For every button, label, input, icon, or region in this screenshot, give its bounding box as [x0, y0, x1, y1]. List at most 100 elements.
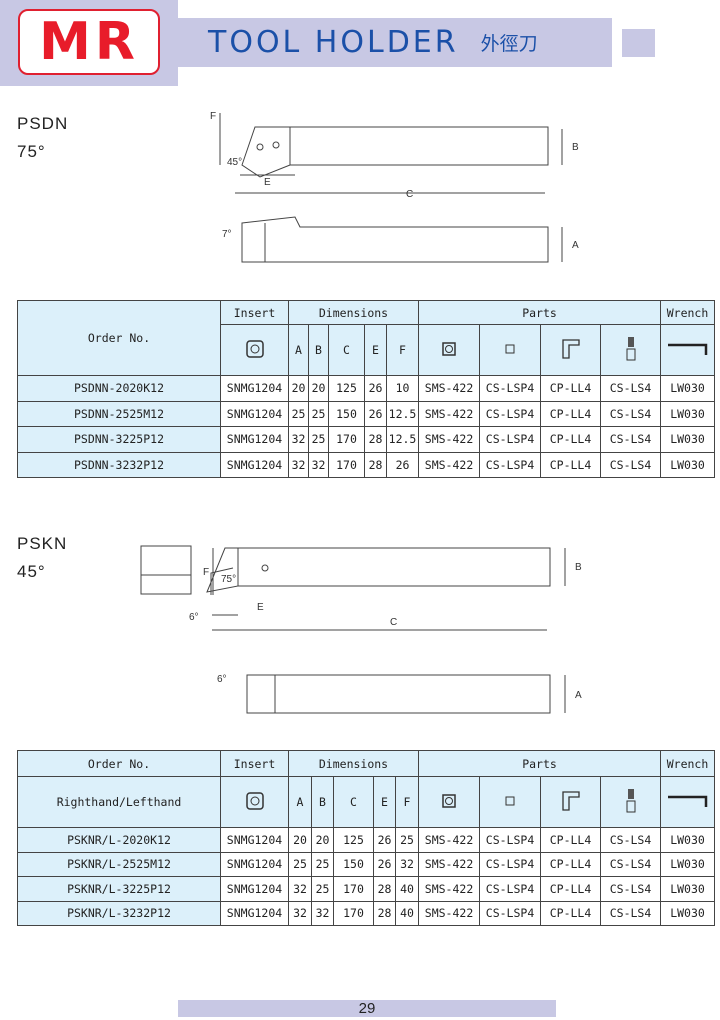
pskn-drawing: F 75° E C B 6° 6° A [140, 545, 582, 714]
dim-col-header: A [288, 776, 312, 828]
header-order-no: Order No. [17, 750, 221, 777]
table-cell: 150 [328, 400, 365, 427]
header-dimensions: Dimensions [287, 300, 420, 325]
table-cell: 12.5 [385, 400, 420, 427]
table-cell: 170 [328, 451, 365, 478]
table-cell: 28 [373, 876, 396, 902]
table-cell: SMS-422 [418, 375, 481, 402]
svg-text:6°: 6° [189, 612, 199, 623]
wrench-icon [660, 776, 716, 828]
page-title-chinese: 外徑刀 [480, 33, 538, 55]
screw-icon [600, 324, 662, 376]
table-cell: 32 [308, 451, 329, 478]
table-cell: SNMG1204 [220, 851, 289, 877]
table-cell: CS-LSP4 [479, 876, 542, 902]
svg-text:75°: 75° [221, 574, 236, 585]
table-cell: CP-LL4 [540, 900, 602, 926]
table-cell: PSKNR/L-3232P12 [17, 900, 221, 926]
section-pskn-label: PSKN 45° [17, 530, 67, 586]
table-cell: LW030 [660, 876, 716, 902]
page-number: 29 [178, 1000, 556, 1017]
table-cell: 28 [364, 426, 387, 453]
section-angle: 45° [17, 562, 46, 581]
table-cell: CP-LL4 [540, 451, 602, 478]
table-cell: CS-LS4 [600, 375, 662, 402]
table-cell: CS-LS4 [600, 876, 662, 902]
table-cell: CS-LSP4 [479, 900, 542, 926]
table-cell: SMS-422 [418, 851, 481, 877]
table-cell: 170 [333, 900, 374, 926]
table-cell: PSKNR/L-2525M12 [17, 851, 221, 877]
table-cell: SMS-422 [418, 876, 481, 902]
svg-text:C: C [406, 189, 413, 200]
header-dimensions: Dimensions [287, 750, 420, 777]
section-angle: 75° [17, 142, 46, 161]
table-cell: 40 [394, 900, 420, 926]
table-cell: SNMG1204 [220, 375, 289, 402]
table-cell: 32 [288, 876, 312, 902]
table-cell: LW030 [660, 827, 716, 853]
table-cell: CS-LS4 [600, 851, 662, 877]
svg-text:6°: 6° [217, 674, 227, 685]
header-hand: Righthand/Lefthand [17, 776, 221, 828]
section-name: PSDN [17, 114, 69, 133]
screw-icon [600, 776, 662, 828]
insert-icon [220, 776, 289, 828]
mr-logo: MR [18, 9, 160, 75]
table-cell: SMS-422 [418, 827, 481, 853]
table-cell: 170 [328, 426, 365, 453]
table-cell: 26 [364, 400, 387, 427]
table-cell: 32 [288, 426, 309, 453]
table-cell: 40 [394, 876, 420, 902]
table-cell: CP-LL4 [540, 876, 602, 902]
table-cell: 26 [373, 827, 396, 853]
table-cell: 20 [311, 827, 334, 853]
table-cell: 20 [288, 375, 309, 402]
shim-icon [418, 324, 481, 376]
table-cell: 25 [311, 851, 334, 877]
dim-col-header: B [311, 776, 334, 828]
page-title: TOOL HOLDER [208, 25, 459, 60]
table-cell: PSDNN-2525M12 [17, 400, 221, 427]
table-cell: LW030 [660, 375, 716, 402]
table-cell: CS-LSP4 [479, 851, 542, 877]
table-cell: SNMG1204 [220, 876, 289, 902]
table-cell: CS-LSP4 [479, 827, 542, 853]
dim-col-header: E [364, 324, 387, 376]
table-cell: 150 [333, 851, 374, 877]
header-parts: Parts [418, 750, 662, 777]
svg-text:F: F [203, 567, 209, 578]
table-cell: LW030 [660, 426, 716, 453]
table-cell: 170 [333, 876, 374, 902]
header-wrench: Wrench [660, 300, 716, 325]
table-cell: CS-LS4 [600, 900, 662, 926]
table-cell: 25 [311, 876, 334, 902]
table-cell: 25 [308, 400, 329, 427]
table-cell: SMS-422 [418, 400, 481, 427]
table-cell: 25 [394, 827, 420, 853]
table-cell: CP-LL4 [540, 426, 602, 453]
pin-icon [479, 776, 542, 828]
svg-text:B: B [572, 142, 579, 153]
clamp-icon [540, 324, 602, 376]
svg-text:C: C [390, 617, 397, 628]
table-cell: 32 [288, 900, 312, 926]
svg-text:F: F [210, 111, 216, 122]
table-cell: CS-LSP4 [479, 375, 542, 402]
dim-col-header: A [288, 324, 309, 376]
table-cell: SNMG1204 [220, 827, 289, 853]
dim-col-header: F [385, 324, 420, 376]
table-cell: SNMG1204 [220, 400, 289, 427]
table-cell: 10 [385, 375, 420, 402]
clamp-icon [540, 776, 602, 828]
table-cell: 28 [373, 900, 396, 926]
table-cell: CS-LSP4 [479, 400, 542, 427]
table-cell: LW030 [660, 900, 716, 926]
dim-col-header: C [333, 776, 374, 828]
table-cell: 32 [288, 451, 309, 478]
